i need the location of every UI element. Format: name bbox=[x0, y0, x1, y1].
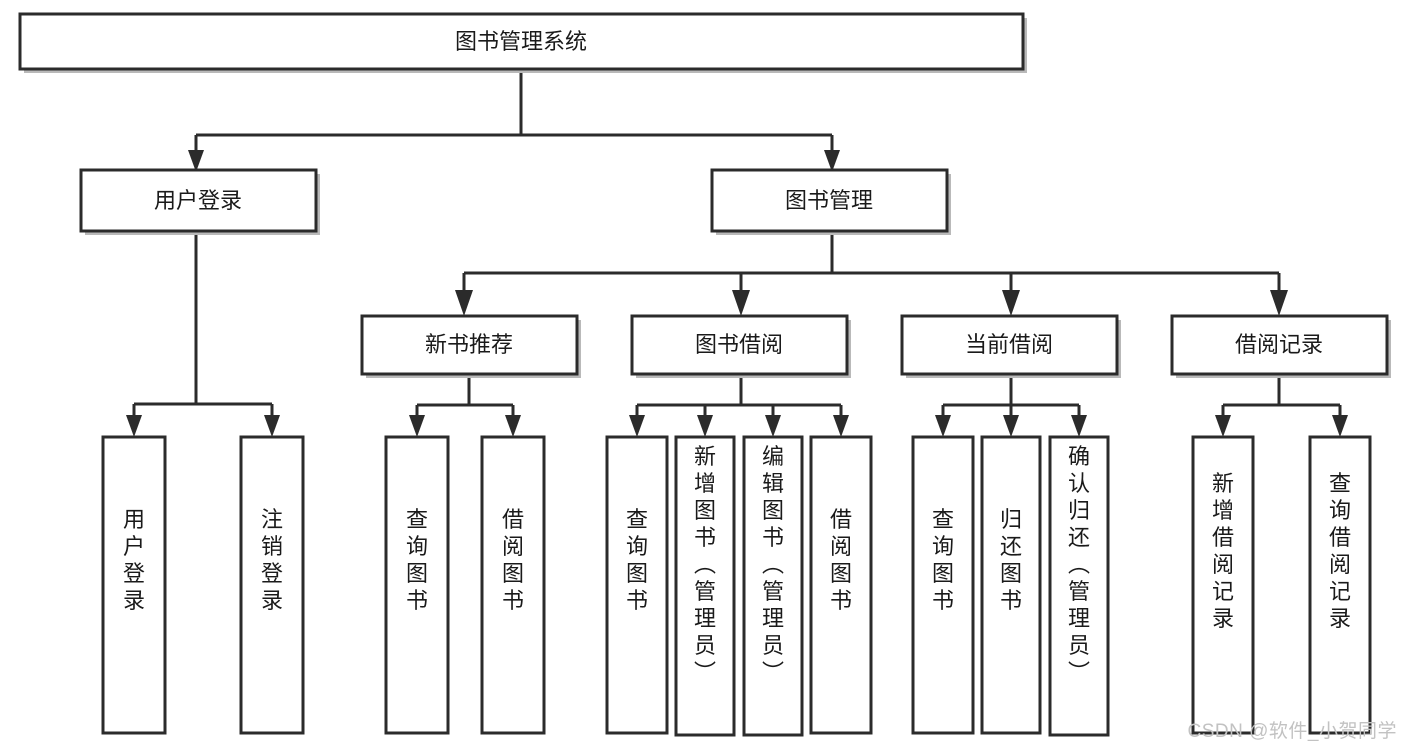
arrow-to-leaf-add-record bbox=[1215, 415, 1231, 437]
leaf-borrow-book-1-box[interactable] bbox=[480, 435, 546, 735]
arrow-to-borrow-record bbox=[1270, 290, 1288, 316]
arrow-to-leaf-borrow-book-1 bbox=[505, 415, 521, 437]
node-new-book-rec[interactable]: 新书推荐 bbox=[360, 314, 581, 378]
leaf-borrow-book-2-label: 借阅图书 bbox=[830, 507, 852, 613]
arrow-to-new-book-rec bbox=[455, 290, 473, 316]
arrow-to-user-login bbox=[188, 150, 204, 172]
arrow-to-leaf-return-book bbox=[1003, 415, 1019, 437]
edge-borrow-record-split bbox=[1221, 374, 1342, 423]
leaf-query-book-3-box[interactable] bbox=[911, 435, 975, 735]
leaf-query-book-1-box[interactable] bbox=[384, 435, 450, 735]
arrow-to-leaf-query-record bbox=[1332, 415, 1348, 437]
leaf-add-book-box[interactable] bbox=[674, 435, 736, 737]
node-book-mgmt[interactable]: 图书管理 bbox=[710, 168, 951, 235]
leaf-confirm-return-label: 确认归还︵管理员︶ bbox=[1068, 444, 1090, 685]
node-current-borrow[interactable]: 当前借阅 bbox=[900, 314, 1121, 378]
leaf-add-record[interactable]: 新增借阅记录 bbox=[1191, 435, 1255, 735]
arrow-to-leaf-query-book-1 bbox=[409, 415, 425, 437]
arrow-to-leaf-query-book-3 bbox=[935, 415, 951, 437]
arrow-to-book-borrow bbox=[732, 290, 750, 316]
arrow-to-leaf-user-logout bbox=[264, 415, 280, 437]
node-root[interactable]: 图书管理系统 bbox=[18, 12, 1027, 73]
edge-book-borrow-split bbox=[635, 374, 843, 423]
leaf-user-login[interactable]: 用户登录 bbox=[101, 435, 167, 735]
connector-layer bbox=[126, 71, 1348, 437]
leaf-confirm-return-box[interactable] bbox=[1048, 435, 1110, 737]
current-borrow-label: 当前借阅 bbox=[965, 332, 1053, 357]
leaf-query-book-3-label: 查询图书 bbox=[932, 507, 954, 613]
leaf-borrow-book-2[interactable]: 借阅图书 bbox=[809, 435, 873, 735]
leaf-confirm-return[interactable]: 确认归还︵管理员︶ bbox=[1048, 435, 1110, 737]
book-borrow-label: 图书借阅 bbox=[695, 332, 783, 357]
leaf-return-book-label: 归还图书 bbox=[1000, 507, 1022, 613]
leaf-user-logout-box[interactable] bbox=[239, 435, 305, 735]
leaf-query-book-2-box[interactable] bbox=[605, 435, 669, 735]
arrow-to-book-mgmt bbox=[824, 150, 840, 172]
arrow-to-leaf-user-login bbox=[126, 415, 142, 437]
arrow-to-leaf-confirm-return bbox=[1071, 415, 1087, 437]
new-book-rec-label: 新书推荐 bbox=[425, 332, 513, 357]
arrow-to-leaf-query-book-2 bbox=[629, 415, 645, 437]
arrow-to-leaf-edit-book bbox=[765, 415, 781, 437]
leaf-user-logout-label: 注销登录 bbox=[261, 507, 283, 613]
arrow-to-leaf-borrow-book-2 bbox=[833, 415, 849, 437]
leaf-edit-book[interactable]: 编辑图书︵管理员︶ bbox=[742, 435, 804, 737]
leaf-add-book[interactable]: 新增图书︵管理员︶ bbox=[674, 435, 736, 737]
leaf-query-book-2-label: 查询图书 bbox=[626, 507, 648, 613]
leaf-add-book-label: 新增图书︵管理员︶ bbox=[694, 444, 716, 685]
edge-book-mgmt-split bbox=[462, 232, 1281, 296]
node-user-login[interactable]: 用户登录 bbox=[79, 168, 320, 235]
leaf-borrow-book-1[interactable]: 借阅图书 bbox=[480, 435, 546, 735]
leaf-user-logout[interactable]: 注销登录 bbox=[239, 435, 305, 735]
user-login-label: 用户登录 bbox=[154, 188, 242, 213]
leaf-edit-book-label: 编辑图书︵管理员︶ bbox=[762, 444, 784, 685]
leaf-query-record[interactable]: 查询借阅记录 bbox=[1308, 435, 1372, 735]
leaf-query-record-label: 查询借阅记录 bbox=[1329, 471, 1351, 631]
leaf-add-record-label: 新增借阅记录 bbox=[1212, 471, 1234, 631]
leaf-query-book-2[interactable]: 查询图书 bbox=[605, 435, 669, 735]
book-mgmt-label: 图书管理 bbox=[785, 188, 873, 213]
current-borrow-box[interactable] bbox=[900, 314, 1119, 376]
book-borrow-box[interactable] bbox=[630, 314, 849, 376]
root-box[interactable] bbox=[18, 12, 1025, 71]
leaf-borrow-book-2-box[interactable] bbox=[809, 435, 873, 735]
leaf-borrow-book-1-label: 借阅图书 bbox=[502, 507, 524, 613]
edge-current-borrow-split bbox=[941, 374, 1081, 423]
borrow-record-label: 借阅记录 bbox=[1235, 332, 1323, 357]
arrow-to-leaf-add-book bbox=[697, 415, 713, 437]
borrow-record-box[interactable] bbox=[1170, 314, 1389, 376]
root-label: 图书管理系统 bbox=[455, 29, 587, 54]
user-login-box[interactable] bbox=[79, 168, 318, 233]
edge-new-book-rec-split bbox=[415, 374, 515, 423]
leaf-return-book-box[interactable] bbox=[980, 435, 1042, 735]
edge-root-split bbox=[194, 71, 834, 158]
leaf-query-book-1-label: 查询图书 bbox=[406, 507, 428, 613]
edge-user-login-split bbox=[132, 232, 274, 423]
node-book-borrow[interactable]: 图书借阅 bbox=[630, 314, 851, 378]
leaf-query-book-3[interactable]: 查询图书 bbox=[911, 435, 975, 735]
watermark-label: CSDN @软件_小贺同学 bbox=[1187, 721, 1397, 742]
leaf-query-record-box[interactable] bbox=[1308, 435, 1372, 735]
node-borrow-record[interactable]: 借阅记录 bbox=[1170, 314, 1391, 378]
book-mgmt-box[interactable] bbox=[710, 168, 949, 233]
leaf-user-login-box[interactable] bbox=[101, 435, 167, 735]
arrow-to-current-borrow bbox=[1002, 290, 1020, 316]
leaf-return-book[interactable]: 归还图书 bbox=[980, 435, 1042, 735]
leaf-query-book-1[interactable]: 查询图书 bbox=[384, 435, 450, 735]
leaf-edit-book-box[interactable] bbox=[742, 435, 804, 737]
new-book-rec-box[interactable] bbox=[360, 314, 579, 376]
leaf-user-login-label: 用户登录 bbox=[123, 507, 145, 613]
leaf-add-record-box[interactable] bbox=[1191, 435, 1255, 735]
